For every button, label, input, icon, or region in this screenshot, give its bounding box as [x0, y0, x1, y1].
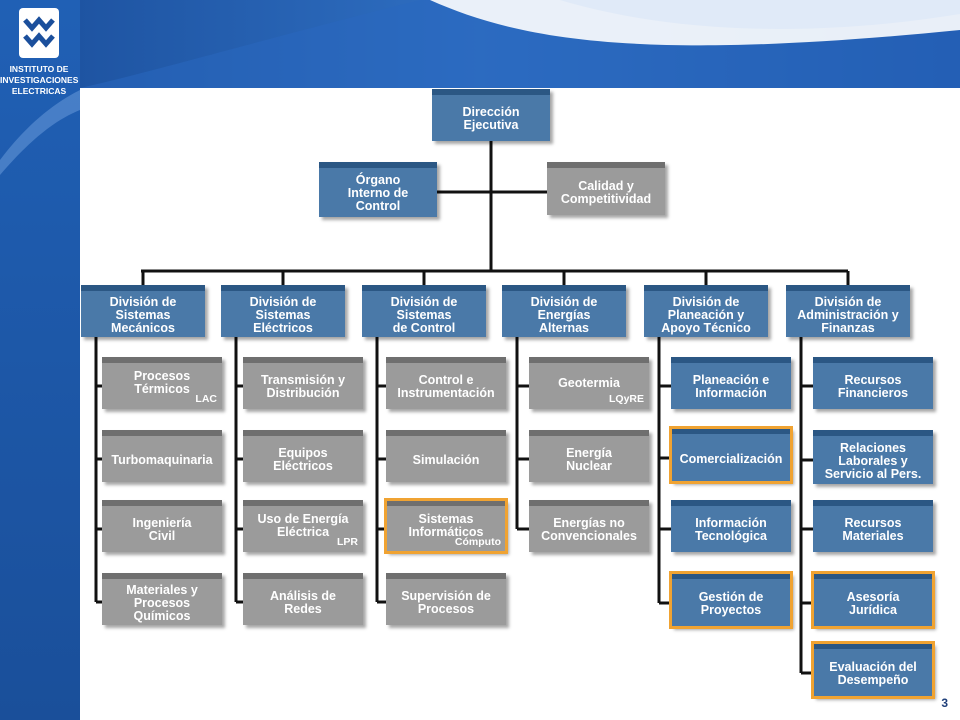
direccion-ejecutiva-box: Dirección Ejecutiva: [432, 89, 550, 141]
unit-box: Análisis de Redes: [243, 573, 363, 625]
unit-box: Equipos Eléctricos: [243, 430, 363, 482]
division-box: División de Sistemas Eléctricos: [221, 285, 345, 337]
unit-box: Recursos Financieros: [813, 357, 933, 409]
unit-box: Evaluación del Desempeño: [811, 641, 935, 699]
unit-label: Gestión de Proyectos: [698, 590, 764, 617]
unit-label: Transmisión y Distribución: [260, 373, 346, 400]
unit-box: Información Tecnológica: [671, 500, 791, 552]
unit-label: Equipos Eléctricos: [273, 446, 333, 473]
iie-logo-icon: [19, 8, 59, 58]
unit-box: Supervisión de Procesos: [386, 573, 506, 625]
unit-tag: LQyRE: [608, 393, 644, 405]
unit-tag: LAC: [195, 393, 217, 405]
unit-label: Uso de Energía Eléctrica: [257, 512, 349, 539]
unit-label: Relaciones Laborales y Servicio al Pers.: [824, 440, 922, 481]
division-title: División de Sistemas Mecánicos: [109, 294, 177, 335]
unit-label: Procesos Térmicos: [133, 369, 191, 396]
unit-label: Simulación: [412, 452, 480, 467]
unit-box: Comercialización: [669, 426, 793, 484]
unit-label: Supervisión de Procesos: [401, 589, 491, 616]
unit-label: Control e Instrumentación: [397, 373, 495, 400]
division-box: División de Sistemas de Control: [362, 285, 486, 337]
division-title: División de Sistemas Eléctricos: [249, 294, 317, 335]
unit-label: Sistemas Informáticos: [408, 512, 484, 539]
unit-label: Materiales y Procesos Químicos: [126, 582, 198, 623]
unit-label: Evaluación del Desempeño: [829, 660, 917, 687]
division-box: División de Energías Alternas: [502, 285, 626, 337]
unit-label: Análisis de Redes: [270, 589, 336, 616]
unit-label: Asesoría Jurídica: [846, 590, 900, 617]
direccion-ejecutiva-label: Dirección Ejecutiva: [462, 105, 520, 132]
calidad-box: Calidad y Competitividad: [547, 162, 665, 215]
unit-box: Turbomaquinaria: [102, 430, 222, 482]
unit-tag: Cómputo: [454, 536, 501, 548]
division-title: División de Planeación y Apoyo Técnico: [661, 294, 751, 335]
unit-box: Materiales y Procesos Químicos: [102, 573, 222, 625]
unit-label: Comercialización: [679, 451, 783, 466]
unit-box: Control e Instrumentación: [386, 357, 506, 409]
division-box: División de Planeación y Apoyo Técnico: [644, 285, 768, 337]
unit-label: Turbomaquinaria: [111, 452, 213, 467]
unit-box: Transmisión y Distribución: [243, 357, 363, 409]
unit-box: Planeación e Información: [671, 357, 791, 409]
calidad-label: Calidad y Competitividad: [560, 178, 652, 206]
page-number: 3: [941, 696, 948, 710]
division-title: División de Administración y Finanzas: [797, 294, 899, 335]
unit-box: Energía Nuclear: [529, 430, 649, 482]
division-box: División de Sistemas Mecánicos: [81, 285, 205, 337]
unit-box: Asesoría Jurídica: [811, 571, 935, 629]
organo-interno-label: Órgano Interno de Control: [347, 173, 409, 213]
organo-interno-box: Órgano Interno de Control: [319, 162, 437, 217]
unit-box: Energías no Convencionales: [529, 500, 649, 552]
unit-label: Información Tecnológica: [694, 516, 767, 543]
unit-label: Geotermia: [558, 375, 620, 390]
unit-label: Energía Nuclear: [566, 446, 612, 473]
logo-line-1: INSTITUTO DE: [9, 64, 69, 74]
unit-label: Recursos Financieros: [837, 373, 909, 400]
logo-line-2: INVESTIGACIONES: [0, 75, 79, 85]
unit-tag: LPR: [337, 536, 358, 548]
unit-label: Energías no Convencionales: [541, 516, 637, 543]
unit-box: Ingeniería Civil: [102, 500, 222, 552]
unit-box: Gestión de Proyectos: [669, 571, 793, 629]
unit-box: Recursos Materiales: [813, 500, 933, 552]
unit-label: Ingeniería Civil: [132, 516, 192, 543]
unit-label: Planeación e Información: [692, 373, 770, 400]
unit-box: Relaciones Laborales y Servicio al Pers.: [813, 430, 933, 484]
division-title: División de Sistemas de Control: [390, 294, 458, 335]
logo-line-3: ELECTRICAS: [11, 86, 67, 96]
unit-box: Simulación: [386, 430, 506, 482]
division-title: División de Energías Alternas: [530, 294, 598, 335]
unit-label: Recursos Materiales: [842, 516, 904, 543]
division-box: División de Administración y Finanzas: [786, 285, 910, 337]
